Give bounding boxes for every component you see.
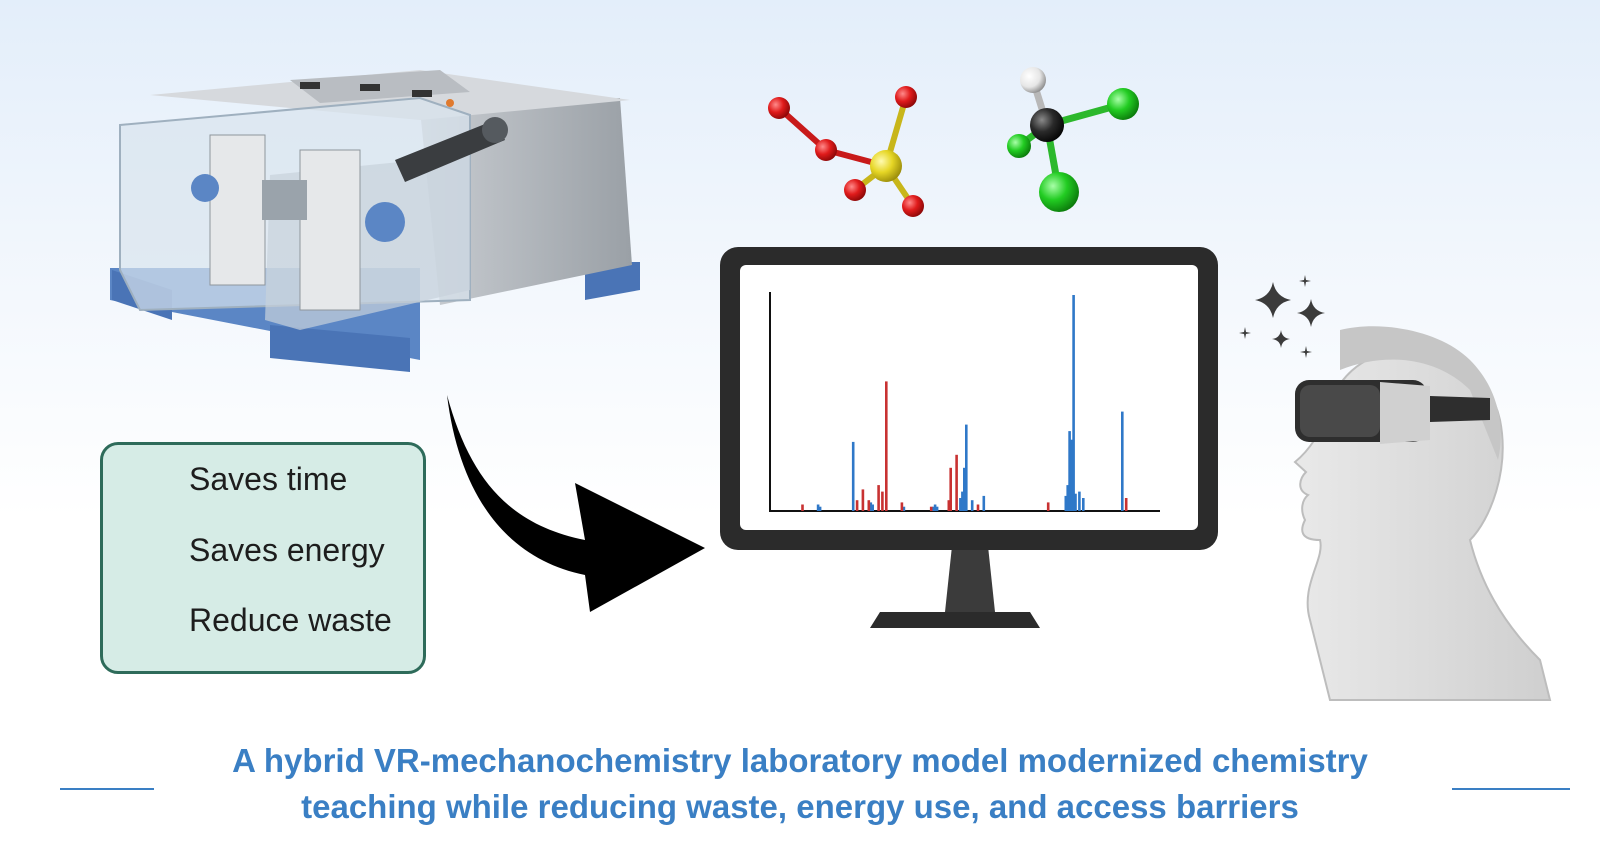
mill-display — [412, 90, 432, 97]
caption-line-1: A hybrid VR-mechanochemistry laboratory … — [232, 742, 1368, 779]
peroxymonosulfate-molecule — [768, 86, 924, 217]
oxygen-atom — [768, 97, 790, 119]
sparkle-icon — [1255, 282, 1291, 318]
spectrum-peak-blue — [871, 504, 874, 511]
spectrum-peak-red — [929, 506, 933, 511]
benefit-label: Reduce waste — [189, 601, 392, 638]
spectrum-peak-blue — [818, 506, 822, 511]
spectrum-peak-red — [947, 500, 951, 511]
sparkle-icon — [1239, 327, 1251, 339]
mill-foot-front — [270, 325, 410, 372]
oxygen-atom — [895, 86, 917, 108]
monitor-with-spectrum — [720, 247, 1218, 628]
carbon-atom — [1030, 108, 1064, 142]
spectrum-peak-red — [1046, 502, 1050, 511]
chlorine-atom — [1107, 88, 1139, 120]
oxygen-atom — [815, 139, 837, 161]
sparkle-icon — [1299, 275, 1311, 287]
benefit-label: Saves energy — [189, 531, 385, 568]
spectrum-peak-red — [801, 504, 804, 511]
oxygen-atom — [902, 195, 924, 217]
spectrum-peak-red — [955, 454, 958, 511]
sparkle-icons — [1239, 275, 1325, 358]
spectrum-peak-red — [881, 491, 884, 511]
benefit-icon-slot — [121, 451, 179, 507]
benefit-saves-time: Saves time — [121, 451, 347, 507]
vr-headset-strap — [1430, 396, 1490, 422]
vr-headset-front — [1300, 385, 1380, 437]
mill-display — [360, 84, 380, 91]
hydrogen-atom — [1020, 67, 1046, 93]
spectrum-peak-blue — [935, 506, 939, 511]
spectrum-peak-blue — [1078, 491, 1081, 511]
spectrum-peak-blue — [1064, 495, 1068, 511]
process-arrow — [447, 395, 705, 612]
mill-clamp-knob — [191, 174, 219, 202]
caption-line-2: teaching while reducing waste, energy us… — [301, 788, 1299, 825]
mill-handle-cap — [482, 117, 508, 143]
spectrum-peak-blue — [933, 504, 937, 511]
person-hair — [1340, 326, 1501, 460]
mill-jar-left — [209, 134, 266, 286]
monitor-screen — [740, 265, 1198, 530]
spectrum-peak-blue — [1074, 493, 1077, 511]
spectrum-peak-blue — [1068, 431, 1071, 511]
spectrum-peak-blue — [1072, 295, 1075, 511]
spectrum-peak-red — [885, 381, 888, 511]
spectrum-peak-red — [976, 504, 980, 511]
sulfur-atom — [870, 150, 902, 182]
spectrum-peak-blue — [816, 504, 820, 511]
benefit-reduce-waste: Reduce waste — [121, 592, 392, 648]
spectrum-peak-blue — [931, 506, 935, 511]
benefit-icon-slot — [121, 522, 179, 578]
monitor-stand-base — [870, 612, 1040, 628]
caption: A hybrid VR-mechanochemistry laboratory … — [0, 738, 1600, 830]
mill-handle — [395, 120, 505, 182]
spectrum-peak-blue — [1121, 411, 1124, 511]
mill-jar-right — [299, 149, 361, 311]
vr-headset-side — [1380, 382, 1430, 444]
spectrum-peak-red — [949, 467, 952, 511]
spectrum-peak-blue — [970, 500, 974, 511]
person-wearing-vr-headset — [1293, 326, 1552, 701]
spectrum-peak-blue — [961, 491, 964, 511]
monitor-neck — [945, 546, 995, 612]
spectrum-peak-blue — [902, 506, 906, 511]
spectrum-bars — [801, 295, 1128, 511]
mill-display — [300, 82, 320, 89]
spectrum-peak-blue — [1066, 485, 1069, 511]
spectrum-peak-blue — [851, 441, 855, 511]
spectrum-peak-blue — [1082, 498, 1085, 511]
benefit-icon-slot — [121, 592, 179, 648]
benefits-panel: Saves time Saves energy Reduce waste — [100, 442, 426, 674]
sparkle-icon — [1297, 299, 1325, 327]
sparkle-icon — [1272, 330, 1290, 348]
spectrum-peak-blue — [982, 495, 986, 511]
ball-mill-device — [110, 70, 640, 372]
oxygen-atom — [844, 179, 866, 201]
spectrum-peak-blue — [869, 502, 873, 511]
sparkle-icon — [1300, 346, 1312, 358]
mill-axle — [262, 180, 307, 220]
mill-clamp-knob — [365, 202, 405, 242]
spectrum-peak-red — [1124, 498, 1128, 511]
chlorine-atom — [1039, 172, 1079, 212]
spectrum-peak-red — [877, 485, 880, 511]
spectrum-peak-red — [900, 502, 904, 511]
mill-button — [446, 99, 454, 107]
spectrum-peak-blue — [959, 498, 962, 511]
chlorine-atom — [1007, 134, 1031, 158]
caption-rule-right — [1452, 788, 1570, 790]
spectrum-peak-red — [861, 489, 865, 511]
benefit-label: Saves time — [189, 460, 348, 497]
caption-rule-left — [60, 788, 154, 790]
spectrum-peak-red — [867, 500, 871, 511]
chloroform-molecule — [1007, 67, 1139, 212]
benefit-saves-energy: Saves energy — [121, 522, 385, 578]
spectrum-peak-blue — [1070, 439, 1073, 511]
spectrum-peak-blue — [963, 467, 966, 511]
spectrum-peak-blue — [965, 424, 968, 511]
spectrum-peak-red — [855, 500, 859, 511]
